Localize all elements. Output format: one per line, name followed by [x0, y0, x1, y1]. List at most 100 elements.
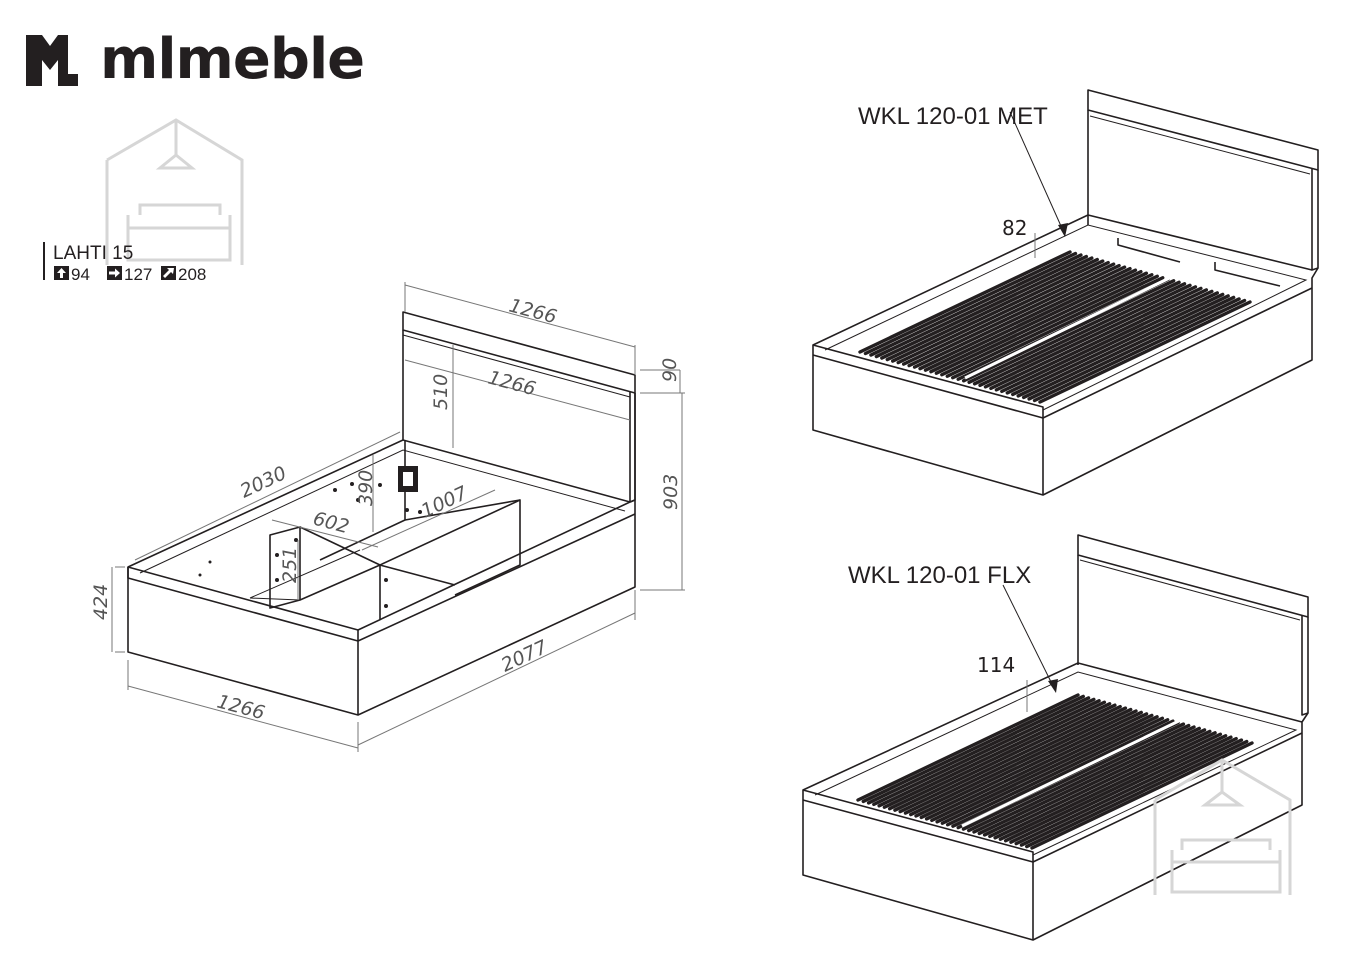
slat — [1019, 738, 1244, 847]
slat — [1030, 741, 1254, 850]
slat — [898, 704, 1122, 814]
dim-front-width: 1266 — [215, 691, 267, 725]
main-bed-drawing: 1266 1266 510 90 903 2030 390 1007 602 2… — [90, 282, 685, 752]
slat — [893, 703, 1117, 812]
slat — [951, 276, 1165, 380]
slat — [967, 280, 1181, 385]
dim-compartment-width: 602 — [311, 508, 352, 539]
slat — [1009, 735, 1233, 844]
slat — [972, 725, 1196, 834]
brand-name: mlmeble — [100, 27, 364, 92]
slat — [940, 716, 1165, 825]
dim-compartment-height: 251 — [279, 547, 301, 583]
slat — [945, 718, 1170, 827]
dim-headboard-panel-height: 510 — [430, 374, 452, 410]
dim-total-length: 2077 — [498, 636, 551, 676]
slats-met — [858, 250, 1252, 404]
slat — [918, 266, 1132, 371]
dim-side-height: 424 — [90, 584, 112, 620]
slat — [903, 706, 1128, 815]
slat — [1003, 734, 1228, 843]
slat — [901, 262, 1116, 366]
slat — [951, 719, 1175, 828]
watermark-house-icon — [105, 118, 244, 265]
slat — [909, 707, 1133, 817]
slat — [866, 696, 1091, 805]
dim-headboard-top: 90 — [659, 358, 681, 382]
slat — [874, 254, 1089, 359]
slat — [1032, 298, 1247, 403]
dim-headboard-inner-width: 1266 — [486, 367, 538, 401]
package-length: 208 — [178, 265, 206, 284]
variant-met-drawing: WKL 120-01 MET 82 — [812, 89, 1319, 496]
slat — [983, 285, 1198, 389]
slat — [982, 728, 1207, 837]
product-info: LAHTI 15 94 127 208 — [43, 242, 206, 284]
slat — [877, 699, 1101, 808]
slats-flx — [856, 693, 1254, 850]
slat — [924, 712, 1149, 821]
watermark-house-icon-bottom — [1153, 758, 1292, 895]
slat — [972, 282, 1187, 386]
slat — [945, 274, 1159, 378]
slat — [863, 251, 1078, 356]
slat — [998, 732, 1223, 841]
slat-centre-rail — [964, 266, 1191, 380]
slat — [882, 700, 1107, 809]
dim-storage-depth: 390 — [355, 470, 377, 506]
slat — [994, 288, 1209, 392]
slat — [872, 697, 1096, 807]
variant-flx-label: WKL 120-01 FLX — [848, 562, 1031, 589]
slat — [1027, 297, 1241, 401]
dim-divider-length: 1007 — [418, 482, 471, 522]
slat — [1021, 295, 1236, 400]
dim-total-height: 903 — [660, 474, 682, 510]
slat — [1014, 736, 1238, 846]
slat — [934, 271, 1149, 375]
slat — [967, 723, 1191, 833]
variant-flx-height-dim: 114 — [977, 653, 1015, 677]
slat — [919, 710, 1143, 820]
model-name: LAHTI 15 — [53, 243, 133, 264]
variant-met-height-dim: 82 — [1002, 216, 1027, 240]
slat — [896, 260, 1110, 365]
variant-flx-drawing: WKL 120-01 FLX 114 — [802, 534, 1309, 941]
slat — [978, 283, 1192, 388]
package-height: 94 — [71, 265, 90, 284]
slat — [1016, 294, 1230, 398]
slat — [1038, 300, 1252, 404]
slat — [1005, 291, 1219, 395]
dim-headboard-width: 1266 — [507, 295, 559, 329]
brand-logo: mlmeble — [26, 27, 365, 92]
slat — [880, 256, 1094, 360]
slat — [1011, 292, 1225, 397]
slat — [885, 257, 1099, 362]
slat — [887, 702, 1112, 811]
slat — [869, 253, 1083, 357]
variant-met-label: WKL 120-01 MET — [858, 103, 1048, 130]
slat-centre-rail — [961, 716, 1186, 828]
slat — [940, 273, 1154, 377]
slat — [923, 268, 1138, 372]
slat — [935, 715, 1159, 824]
slat — [930, 713, 1154, 823]
slat — [961, 722, 1186, 831]
slat — [912, 265, 1127, 369]
slat — [907, 263, 1121, 368]
slat — [977, 726, 1201, 836]
slat — [989, 286, 1203, 391]
logo-mark-icon — [26, 35, 78, 86]
slat — [1025, 739, 1249, 849]
slat — [914, 709, 1138, 818]
slat — [961, 279, 1176, 383]
package-width: 127 — [124, 265, 152, 284]
slat — [891, 259, 1105, 363]
main-dimension-lines — [111, 282, 685, 752]
slat — [858, 250, 1072, 354]
slat — [1000, 289, 1214, 394]
slat — [929, 269, 1143, 374]
slat — [988, 729, 1212, 839]
slat — [993, 731, 1217, 840]
slat — [856, 693, 1080, 802]
